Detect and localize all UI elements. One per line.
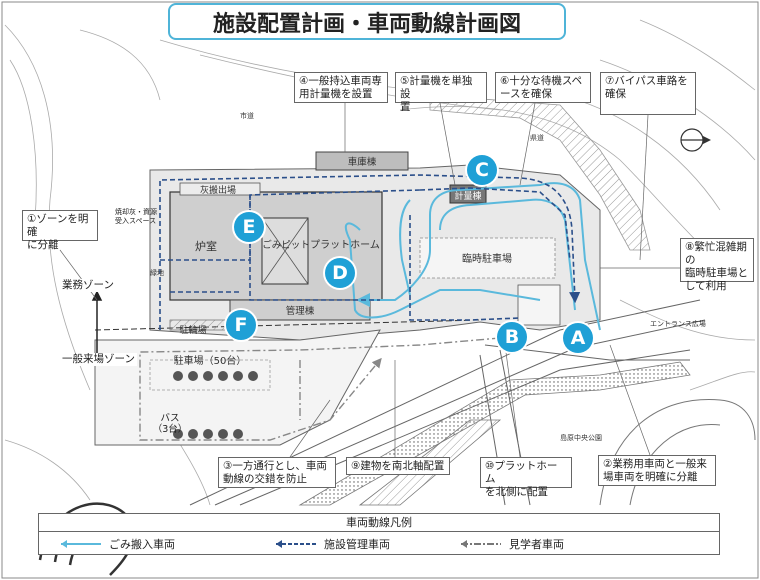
parking-stalls [173,371,258,439]
gate-area [517,284,561,326]
entrance-plaza-label: エントランス広場 [650,319,706,328]
road-right-label: 県道 [530,133,544,142]
furnace-label: 炉室 [195,239,217,253]
ash-area-label: 灰搬出場 [200,184,236,196]
bicycle-label: 駐輪場 [179,324,206,336]
pit-label: ごみピット [262,239,310,251]
marker-c: C [467,155,497,185]
platform-label: プラットホーム [310,239,380,251]
annotation-2: ②業務用車両と一般来 場車両を明確に分離 [598,455,716,486]
legend-label-visitor: 見学者車両 [509,538,564,551]
park-label: 島原中央公園 [560,433,602,442]
slope-hatch [429,94,651,251]
annotation-4: ④一般持込車両専 用計量機を設置 [294,72,388,103]
marker-f: F [226,310,256,340]
marker-e: E [234,212,264,242]
legend-swatch-management [276,540,316,548]
annotation-8: ⑧繁忙混雑期の 臨時駐車場と して利用 [680,238,754,292]
legend-label-management: 施設管理車両 [324,538,390,551]
legend-item-waste: ごみ搬入車両 [59,534,175,554]
visitor-route [139,337,501,441]
annotation-9: ⑨建物を南北軸配置 [346,457,450,475]
work-zone-label: 業務ゾーン [60,279,116,292]
annotation-5: ⑤計量機を単独設 置 [395,72,487,113]
zone-divider-line [94,319,481,331]
reception-space-label: 焼却灰・資源 受入スペース [115,208,157,225]
parking-label: 駐車場（50台） [174,354,247,367]
temp-parking-label: 臨時駐車場 [462,252,512,265]
legend-item-management: 施設管理車両 [274,534,390,554]
annotation-3: ③一方通行とし、車両 動線の交錯を防止 [218,457,336,488]
annotation-6: ⑥十分な待機スペ ースを確保 [495,72,591,103]
annotation-1: ①ゾーンを明確 に分離 [22,210,98,251]
scale-label: 計量棟 [454,190,481,202]
annotation-10: ⑩プラットホーム を北側に配置 [480,457,572,498]
legend-swatch-visitor [461,540,501,548]
garage-building [315,151,409,171]
route-legend: 車両動線凡例 ごみ搬入車両 施設管理車両 見学者車両 [38,513,720,555]
bus-parking-label: バス （3台） [152,413,188,435]
legend-item-visitor: 見学者車両 [459,534,564,554]
green-label: 緑地 [150,268,164,277]
legend-label-waste: ごみ搬入車両 [109,538,175,551]
ash-area-box [179,182,261,196]
public-zone-label: 一般来場ゾーン [60,353,137,366]
annotation-7: ⑦バイパス車路を 確保 [600,72,696,115]
marker-d: D [325,258,355,288]
road-top-label: 市道 [240,111,254,120]
marker-a: A [563,323,593,353]
leader-lines [59,102,680,458]
legend-swatch-waste [61,540,101,548]
temp-parking-area [419,237,556,279]
map-labels: 車庫棟 灰搬出場 炉室 ごみピット プラットホーム 管理棟 計量棟 臨時駐車場 … [150,111,706,442]
parking-lot-outline [149,359,271,391]
admin-label: 管理棟 [286,305,315,317]
marker-b: B [497,322,527,352]
north-arrow-icon [680,128,711,152]
garage-label: 車庫棟 [348,156,377,168]
page-title: 施設配置計画・車両動線計画図 [168,3,566,40]
legend-title: 車両動線凡例 [39,514,719,532]
